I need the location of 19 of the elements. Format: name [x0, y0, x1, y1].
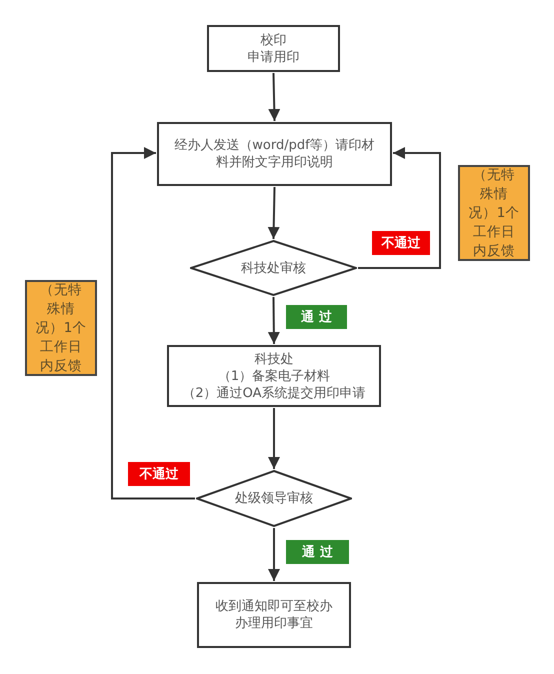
decision-diamond: 处级领导审核 — [196, 470, 352, 527]
note-box: （无特殊情况）1个工作日内反馈 — [25, 280, 97, 376]
edge-label: 通 过 — [286, 540, 349, 564]
arrow — [268, 186, 280, 240]
process-box: 科技处 （1）备案电子材料 （2）通过OA系统提交用印申请 — [167, 345, 381, 407]
arrow — [268, 72, 280, 122]
arrow — [268, 528, 280, 581]
arrow — [358, 147, 441, 269]
note-box: （无特殊情况）1个工作日内反馈 — [458, 165, 530, 261]
decision-diamond: 科技处审核 — [190, 240, 357, 296]
arrow — [268, 408, 280, 469]
process-box: 收到通知即可至校办办理用印事宜 — [197, 582, 351, 648]
arrow — [268, 296, 280, 344]
process-box: 校印 申请用印 — [207, 25, 340, 72]
edge-label: 不通过 — [372, 231, 430, 255]
edge-label: 通 过 — [286, 305, 347, 329]
arrow — [111, 147, 195, 500]
edge-label: 不通过 — [128, 462, 190, 486]
process-box: 经办人发送（word/pdf等）请印材料并附文字用印说明 — [157, 122, 392, 186]
